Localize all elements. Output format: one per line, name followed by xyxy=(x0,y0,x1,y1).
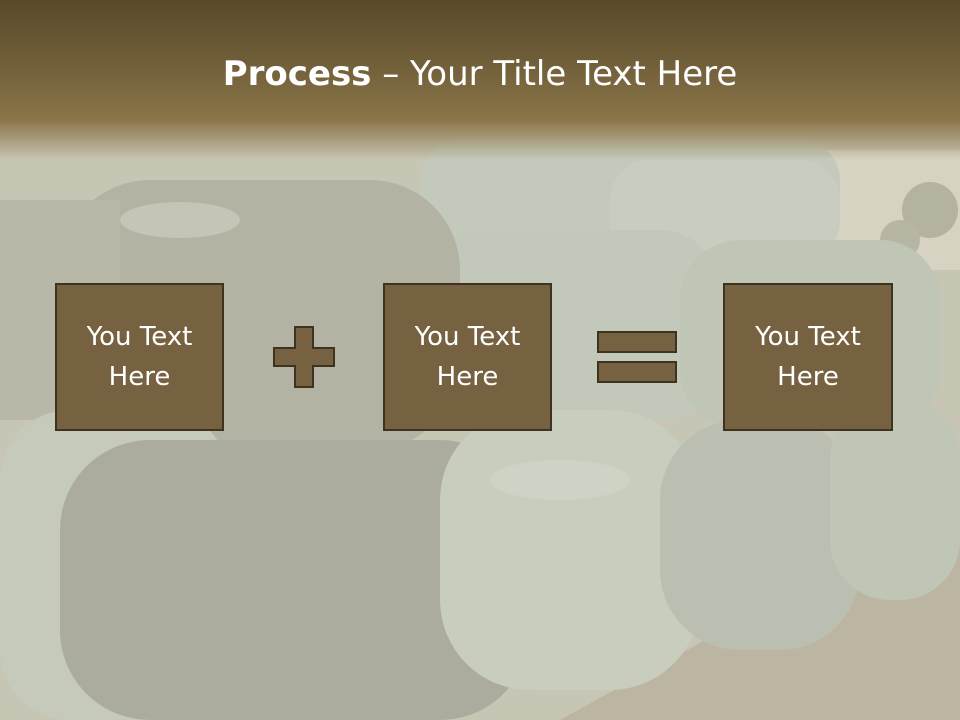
title-rest: – Your Title Text Here xyxy=(371,54,738,94)
process-box-1: You Text Here xyxy=(55,283,224,431)
title-band xyxy=(0,0,960,160)
process-box-2-text: You Text Here xyxy=(414,322,521,392)
process-box-3-text: You Text Here xyxy=(755,322,861,392)
title-bold: Process xyxy=(222,54,372,94)
equals-icon xyxy=(597,331,677,383)
process-box-2: You Text Here xyxy=(383,283,552,431)
process-box-3: You Text Here xyxy=(723,283,893,431)
slide-title: Process – Your Title Text Here xyxy=(0,52,960,96)
process-box-1-text: You Text Here xyxy=(86,322,193,392)
plus-icon xyxy=(273,326,335,388)
